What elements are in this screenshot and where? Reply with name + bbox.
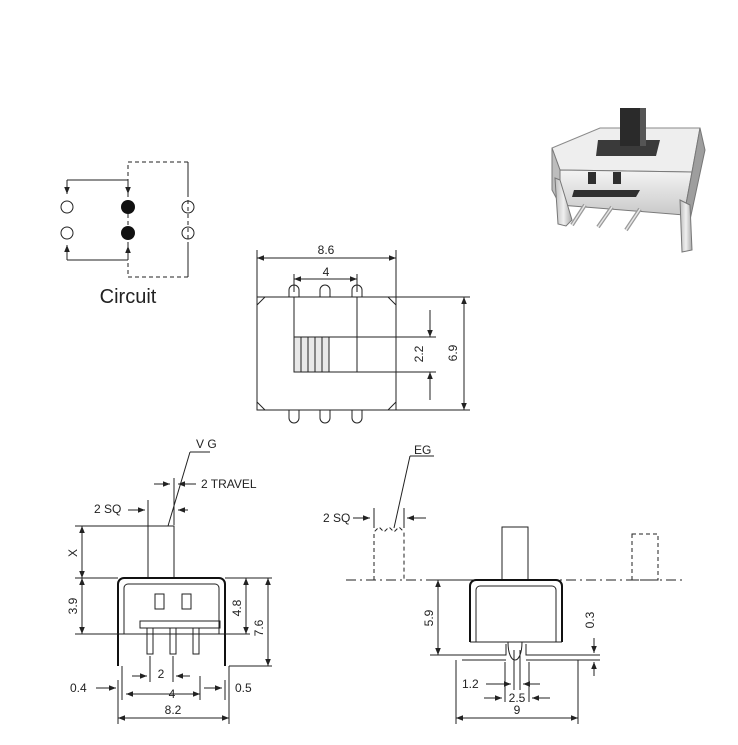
slide-switch-photo	[551, 108, 706, 253]
front-width-label: 8.2	[165, 703, 182, 717]
top-pitch-label: 4	[323, 265, 330, 279]
front-sq-label: 2 SQ	[94, 502, 121, 516]
front-h1-label: 3.9	[66, 597, 80, 614]
front-pitch-label: 2	[158, 667, 165, 681]
front-travel-label: 2 TRAVEL	[201, 477, 257, 491]
front-view: V G 2 TRAVEL 2 SQ X	[66, 437, 272, 724]
circuit-caption: Circuit	[100, 286, 157, 308]
side-pitch-label: 2.5	[509, 691, 526, 705]
side-height-label: 5.9	[422, 609, 436, 626]
front-x-label: X	[66, 549, 80, 557]
top-slot-label: 2.2	[412, 345, 426, 362]
front-span-label: 4	[169, 687, 176, 701]
top-width-label: 8.6	[318, 243, 335, 257]
circuit-diagram: Circuit	[60, 161, 195, 308]
side-sq-label: 2 SQ	[323, 511, 350, 525]
front-foot-label: 0.5	[235, 681, 252, 695]
side-width-label: 9	[514, 703, 521, 717]
top-view: 8.6 4 6.9	[256, 243, 470, 424]
side-gap-label: 1.2	[462, 677, 479, 691]
side-thick-label: 0.3	[583, 611, 597, 628]
side-view: EG 2 SQ 5.9 0	[323, 443, 684, 724]
front-h2-label: 4.8	[230, 599, 244, 616]
front-pin-width-label: 0.4	[70, 681, 87, 695]
side-variant-label: EG	[414, 443, 431, 457]
top-height-label: 6.9	[446, 344, 460, 361]
front-h3-label: 7.6	[252, 619, 266, 636]
front-variant-label: V G	[196, 437, 217, 451]
